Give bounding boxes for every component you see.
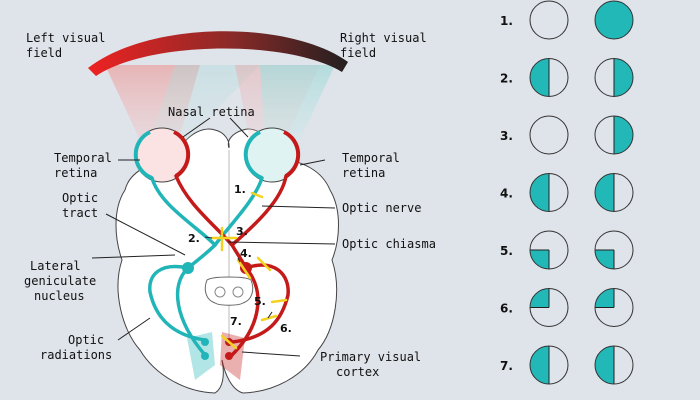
label-temporal-retina-right-2: retina	[342, 166, 385, 180]
defect-row-label: 4.	[500, 187, 513, 201]
label-lgn-2: geniculate	[24, 274, 96, 288]
label-optic-radiations-2: radiations	[40, 348, 112, 362]
label-left-visual-field-2: field	[26, 46, 62, 60]
lesion-number-4: 4.	[240, 247, 252, 260]
label-primary-visual-cortex-1: Primary visual	[320, 350, 421, 364]
lesion-number-1: 1.	[234, 183, 246, 196]
left-eye	[133, 127, 191, 183]
right-field-cone-inner	[260, 65, 335, 142]
label-optic-tract-2: tract	[62, 206, 98, 220]
defect-left-eye	[529, 345, 569, 385]
label-right-visual-field-2: field	[340, 46, 376, 60]
label-right-visual-field-1: Right visual	[340, 31, 427, 45]
brainstem	[204, 276, 254, 306]
label-nasal-retina: Nasal retina	[168, 105, 255, 119]
defect-row-label: 6.	[500, 302, 513, 316]
defect-right-eye	[594, 345, 634, 385]
defect-left-eye	[529, 115, 569, 155]
lesion-number-2: 2.	[188, 232, 200, 245]
defect-row-label: 1.	[500, 14, 513, 28]
label-left-visual-field-1: Left visual	[26, 31, 105, 45]
defect-row-label: 7.	[500, 359, 513, 373]
visual-field-arc	[88, 31, 348, 76]
defect-left-eye	[529, 173, 569, 212]
lesion-number-7: 7.	[230, 315, 242, 328]
defect-right-eye	[594, 0, 634, 40]
label-lgn-3: nucleus	[34, 289, 85, 303]
defect-left-eye	[529, 230, 569, 270]
label-primary-visual-cortex-2: cortex	[336, 365, 379, 379]
defect-right-eye	[594, 173, 634, 212]
label-temporal-retina-right-1: Temporal	[342, 151, 400, 165]
lesion-lines	[210, 191, 288, 350]
pointer-lines	[91, 117, 336, 357]
defect-left-eye	[529, 288, 569, 327]
label-optic-chiasma: Optic chiasma	[342, 237, 436, 251]
lesion-number-3: 3.	[236, 225, 248, 238]
left-field-cone-inner	[150, 65, 260, 142]
right-eye	[243, 127, 301, 183]
label-optic-nerve: Optic nerve	[342, 201, 421, 215]
label-optic-radiations-1: Optic	[68, 333, 104, 347]
lgn-right	[240, 262, 252, 274]
defect-right-eye	[594, 115, 634, 155]
defect-right-eye	[594, 230, 634, 270]
defect-left-eye	[529, 0, 569, 40]
defect-left-eye	[529, 58, 569, 97]
label-temporal-retina-left-1: Temporal	[54, 151, 112, 165]
label-temporal-retina-left-2: retina	[54, 166, 97, 180]
label-lgn-1: Lateral	[30, 259, 81, 273]
lesion-number-6: 6.	[280, 322, 292, 335]
visual-field-defects: 1. 2. 3. 4. 5. 6. 7.	[500, 0, 634, 385]
defect-right-eye	[594, 58, 634, 97]
defect-right-eye	[594, 288, 634, 327]
defect-row-label: 2.	[500, 72, 513, 86]
defect-row-label: 3.	[500, 129, 513, 143]
lesion-number-5: 5.	[254, 295, 266, 308]
label-optic-tract-1: Optic	[62, 191, 98, 205]
defect-row-label: 5.	[500, 244, 513, 258]
lgn-left	[182, 262, 194, 274]
